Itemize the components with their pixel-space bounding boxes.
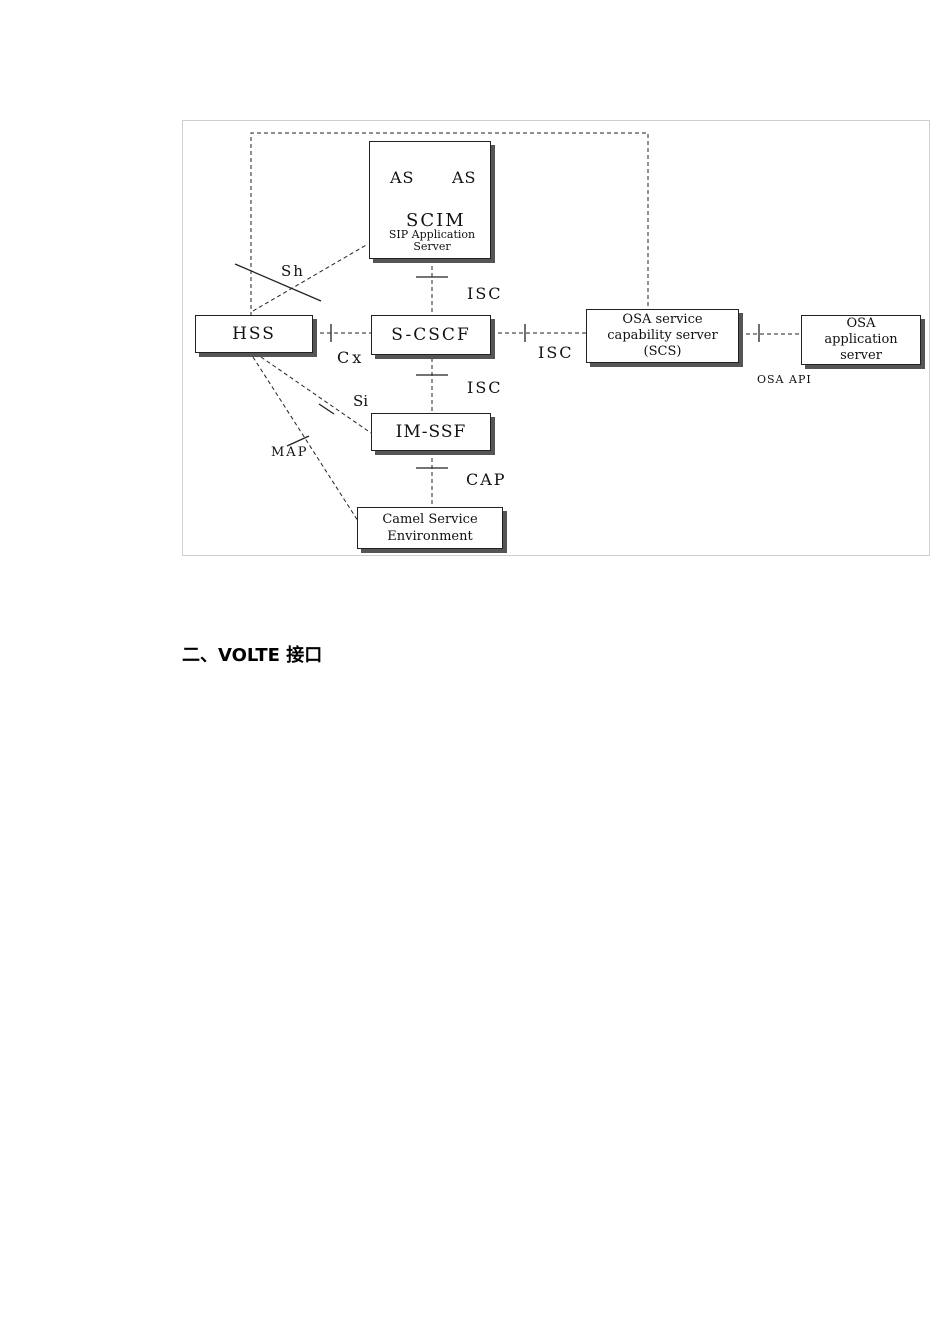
osa-scs-label: OSA service capability server (SCS) [607, 312, 718, 359]
osa-api-interface-label: OSA API [757, 373, 812, 386]
sip-application-server-box: AS AS SCIM SIP Application Server [369, 141, 491, 259]
outer-dashed-link [250, 132, 649, 316]
s-cscf-label: S-CSCF [391, 325, 471, 345]
si-interface-label: Si [353, 392, 369, 410]
isc-interface-label-middle: ISC [538, 343, 574, 362]
sh-interface-label: Sh [281, 262, 305, 280]
isc-interface-label-upper: ISC [467, 284, 503, 303]
scim-label: SCIM [406, 210, 466, 231]
si-tick [318, 403, 335, 415]
isc-interface-label-lower: ISC [467, 378, 503, 397]
section-heading: 二、VOLTE 接口 [182, 645, 323, 666]
osa-scs-box: OSA service capability server (SCS) [586, 309, 739, 363]
s-cscf-box: S-CSCF [371, 315, 491, 355]
map-interface-label: MAP [271, 445, 309, 460]
cap-interface-label: CAP [466, 470, 507, 489]
map-link [252, 356, 359, 522]
hss-label: HSS [232, 324, 276, 344]
camel-service-environment-label: Camel Service Environment [382, 512, 478, 544]
im-ssf-box: IM-SSF [371, 413, 491, 451]
si-link [260, 356, 372, 434]
sip-application-server-label: SIP Application Server [388, 228, 476, 253]
camel-service-environment-box: Camel Service Environment [357, 507, 503, 549]
hss-box: HSS [195, 315, 313, 353]
cx-interface-label: Cx [337, 348, 365, 367]
osa-application-server-box: OSA application server [801, 315, 921, 365]
im-ssf-label: IM-SSF [395, 422, 467, 442]
osa-application-server-label: OSA application server [824, 316, 898, 363]
as-label-right: AS [452, 168, 477, 187]
map-tick [286, 435, 310, 447]
sh-link [252, 243, 369, 312]
sh-crossing-mark [234, 263, 322, 302]
ims-service-architecture-diagram: AS AS SCIM SIP Application Server HSS S-… [182, 120, 930, 556]
as-label-left: AS [390, 168, 415, 187]
